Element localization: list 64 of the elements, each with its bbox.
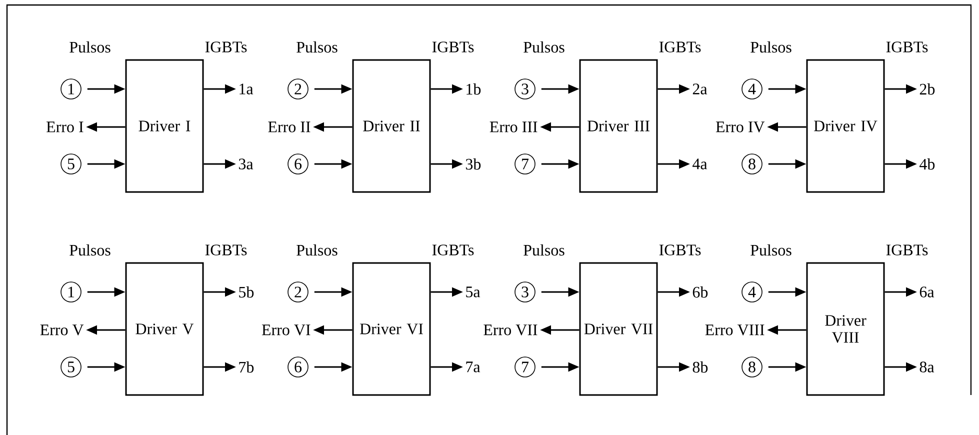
column-heading: Pulsos bbox=[524, 244, 564, 256]
circled-number: 6 bbox=[288, 356, 308, 378]
circled-number: 7 bbox=[514, 154, 536, 174]
circled-number: 6 bbox=[288, 154, 308, 174]
circled-number: 1 bbox=[60, 78, 82, 100]
column-heading: Pulsos bbox=[70, 41, 110, 53]
output-label: 4a bbox=[692, 158, 708, 170]
circled-number: 5 bbox=[60, 356, 82, 378]
error-label: Erro VIII bbox=[705, 324, 764, 336]
driver-box: Driver IV bbox=[806, 59, 885, 193]
column-heading: IGBTs bbox=[432, 42, 474, 52]
circled-number: 3 bbox=[514, 78, 536, 100]
driver-box: Driver V bbox=[125, 262, 204, 396]
output-label: 5a bbox=[466, 286, 480, 298]
column-heading: IGBTs bbox=[659, 244, 701, 256]
circled-number: 2 bbox=[288, 78, 308, 100]
error-label: Erro I bbox=[46, 122, 84, 132]
column-heading: Pulsos bbox=[750, 244, 792, 256]
error-label: Erro VI bbox=[262, 324, 310, 336]
column-heading: Pulsos bbox=[296, 41, 338, 53]
circled-number: 8 bbox=[742, 154, 762, 174]
column-heading: IGBTs bbox=[886, 42, 928, 52]
output-label: 5b bbox=[239, 286, 254, 298]
circled-number: 7 bbox=[514, 356, 536, 378]
error-label: Erro II bbox=[268, 122, 310, 132]
circled-number: 3 bbox=[514, 282, 536, 302]
driver-box: Driver I bbox=[125, 59, 204, 193]
output-label: 1b bbox=[466, 83, 481, 95]
driver-box: Driver III bbox=[579, 59, 658, 193]
circled-number: 4 bbox=[742, 78, 762, 100]
output-label: 7a bbox=[466, 362, 480, 372]
output-label: 1a bbox=[240, 84, 254, 94]
output-label: 6b bbox=[692, 286, 708, 298]
output-label: 6a bbox=[920, 286, 934, 298]
circled-number: 8 bbox=[742, 356, 762, 378]
circled-number: 2 bbox=[288, 282, 308, 302]
output-label: 2a bbox=[692, 84, 708, 94]
error-label: Erro V bbox=[40, 324, 84, 336]
column-heading: Pulsos bbox=[524, 41, 564, 53]
output-label: 7b bbox=[239, 361, 254, 373]
column-heading: Pulsos bbox=[70, 244, 110, 256]
driver-box: Driver VIII bbox=[806, 262, 885, 396]
output-label: 8a bbox=[920, 362, 934, 372]
column-heading: IGBTs bbox=[205, 42, 247, 52]
output-label: 4b bbox=[920, 158, 935, 170]
driver-box: Driver VI bbox=[352, 262, 431, 396]
error-label: Erro IV bbox=[716, 122, 765, 132]
column-heading: IGBTs bbox=[205, 244, 247, 256]
output-label: 3a bbox=[238, 158, 254, 170]
column-heading: IGBTs bbox=[432, 244, 474, 256]
error-label: Erro III bbox=[490, 122, 538, 132]
column-heading: Pulsos bbox=[296, 244, 338, 256]
driver-box: Driver VII bbox=[579, 262, 658, 396]
circled-number: 1 bbox=[60, 282, 82, 302]
error-label: Erro VII bbox=[484, 324, 538, 336]
output-label: 8b bbox=[692, 361, 708, 373]
output-label: 2b bbox=[920, 83, 935, 95]
column-heading: IGBTs bbox=[659, 42, 701, 52]
output-label: 3b bbox=[466, 158, 481, 170]
column-heading: IGBTs bbox=[886, 244, 928, 256]
circled-number: 4 bbox=[742, 282, 762, 302]
column-heading: Pulsos bbox=[750, 41, 792, 53]
driver-box: Driver II bbox=[352, 59, 431, 193]
circled-number: 5 bbox=[60, 154, 82, 174]
